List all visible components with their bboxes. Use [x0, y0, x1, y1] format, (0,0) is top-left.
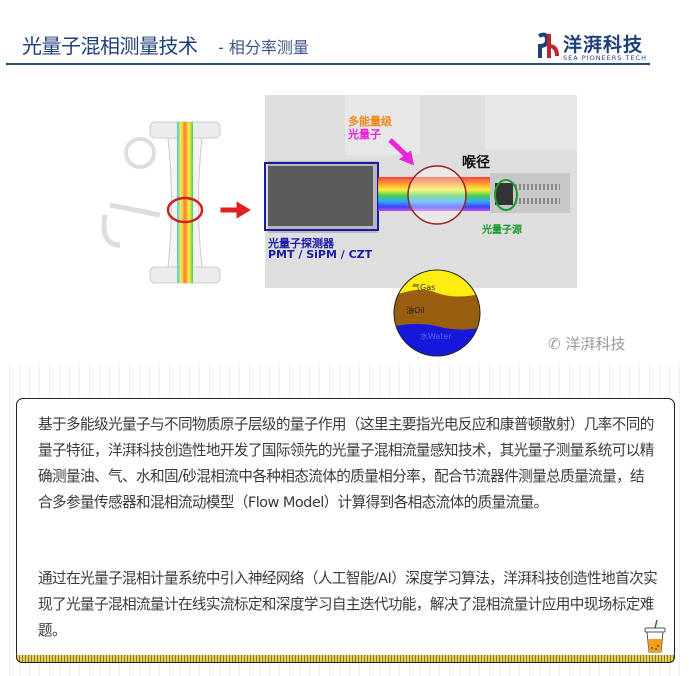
label-oil: 油Oil	[406, 306, 425, 315]
arrow-right-icon	[220, 201, 251, 219]
bubble-tea-icon	[643, 619, 667, 658]
label-throat: 喉径	[462, 155, 490, 171]
label-water: 水Water	[420, 332, 452, 341]
label-gas: 气Gas	[412, 283, 436, 292]
label-photon: 光量子	[348, 128, 381, 141]
label-detector: 光量子探测器	[268, 237, 334, 250]
label-detector-types: PMT / SiPM / CZT	[268, 248, 373, 261]
page-subtitle: - 相分率测量	[218, 38, 309, 57]
header: 光量子混相测量技术 - 相分率测量 洋湃科技 SEA PIONEERS TECH	[0, 0, 689, 70]
header-divider	[6, 63, 650, 65]
label-multi-energy: 多能量级	[348, 115, 392, 128]
watermark: ✆ 洋湃科技	[548, 335, 626, 353]
logo-mark-icon	[537, 32, 559, 60]
flowmeter-diagram: 多能量级 光量子 喉径 光量子探测器 PMT / SiPM / CZT 光量子源…	[90, 95, 660, 360]
photon-arrow-icon	[398, 150, 415, 166]
wechat-icon: ✆	[548, 335, 566, 353]
logo-tagline: SEA PIONEERS TECH	[563, 54, 647, 62]
meter-illustration	[101, 121, 221, 284]
card-bottom-stripe	[16, 655, 675, 663]
page-title: 光量子混相测量技术	[22, 34, 198, 58]
logo-text: 洋湃科技	[563, 34, 644, 56]
diagram-graphic	[101, 95, 577, 357]
label-source: 光量子源	[482, 225, 522, 236]
paragraph-1: 基于多能级光量子与不同物质原子层级的量子作用（这里主要指光电反应和康普顿散射）几…	[38, 416, 654, 511]
paragraph-2: 通过在光量子混相计量系统中引入神经网络（人工智能/AI）深度学习算法，洋湃科技创…	[38, 570, 658, 639]
